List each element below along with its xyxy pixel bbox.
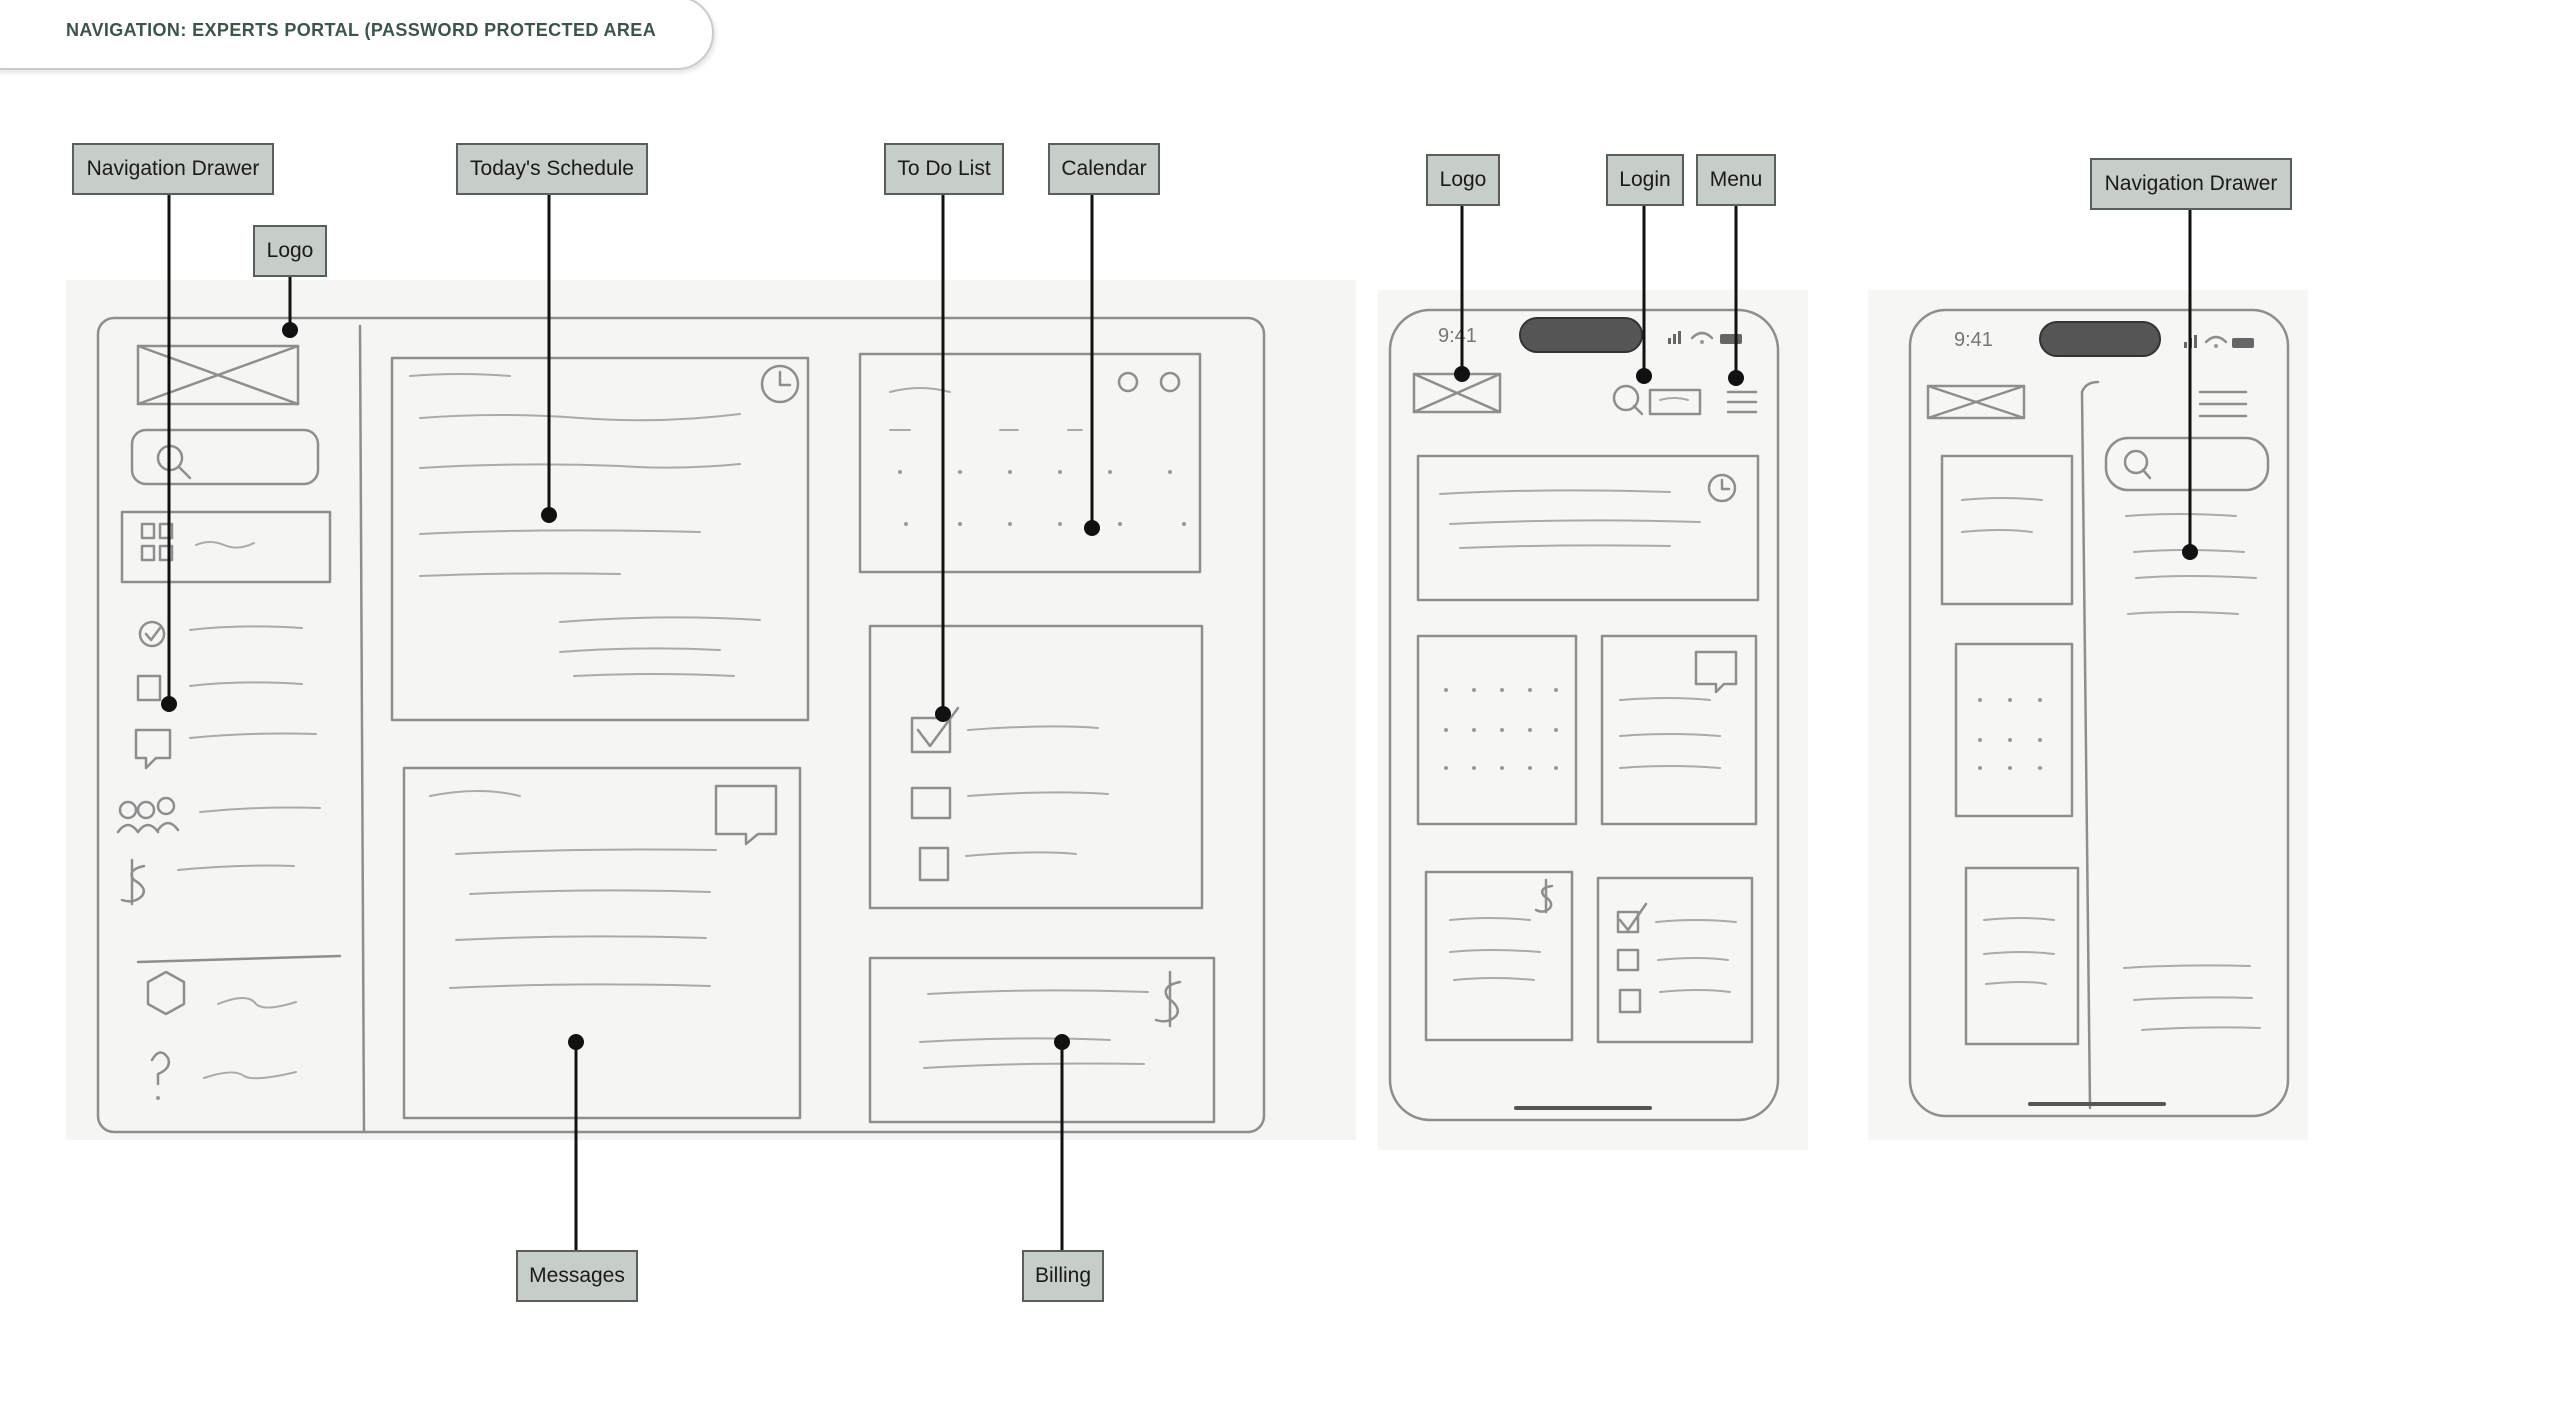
mobile-status-time: 9:41 xyxy=(1438,325,1477,347)
annotation-dots xyxy=(161,322,2198,1050)
page-title: NAVIGATION: EXPERTS PORTAL (PASSWORD PRO… xyxy=(66,20,657,40)
mobile-paper xyxy=(1378,290,1808,1150)
label-logo: Logo xyxy=(253,225,327,277)
label-mobile-menu: Menu xyxy=(1696,154,1776,206)
mobile-schedule-card xyxy=(1416,454,1760,602)
desktop-nav-items xyxy=(116,620,342,1100)
mobile-drawer-wireframe: 9:41 xyxy=(1908,308,2290,1118)
desktop-logo-placeholder xyxy=(136,344,300,406)
desktop-billing-card xyxy=(868,956,1216,1124)
desktop-nav-item-dashboard xyxy=(120,510,332,584)
mobile-messages-card xyxy=(1600,634,1758,826)
label-messages: Messages xyxy=(516,1250,638,1302)
desktop-todo-card xyxy=(868,624,1204,910)
mobile-menu-icon xyxy=(1726,390,1758,414)
label-mobile-logo: Logo xyxy=(1426,154,1500,206)
label-navigation-drawer: Navigation Drawer xyxy=(72,143,274,195)
mobile-search-login-icons xyxy=(1612,384,1702,416)
mobile-drawer-background-cards xyxy=(1940,454,2080,1046)
label-mobile-login: Login xyxy=(1606,154,1684,206)
mobile-wireframe: 9:41 xyxy=(1388,308,1780,1122)
desktop-paper xyxy=(66,280,1356,1140)
label-mobile-navigation-drawer: Navigation Drawer xyxy=(2090,158,2292,210)
mobile-drawer-status-time: 9:41 xyxy=(1954,329,1993,351)
mobile-todo-card xyxy=(1596,876,1754,1044)
desktop-calendar-card xyxy=(858,352,1202,574)
desktop-todays-schedule-card xyxy=(390,356,810,722)
mobile-drawer-panel xyxy=(2080,380,2270,1110)
mobile-notch xyxy=(1519,317,1643,353)
label-billing: Billing xyxy=(1022,1250,1104,1302)
annotation-connectors xyxy=(167,194,2192,1254)
label-calendar: Calendar xyxy=(1048,143,1160,195)
mobile-calendar-card xyxy=(1416,634,1578,826)
mobile-drawer-notch xyxy=(2039,321,2161,357)
header-tab: NAVIGATION: EXPERTS PORTAL (PASSWORD PRO… xyxy=(0,0,714,70)
label-to-do-list: To Do List xyxy=(884,143,1004,195)
mobile-drawer-logo-placeholder xyxy=(1926,384,2026,420)
desktop-messages-card xyxy=(402,766,802,1120)
desktop-wireframe xyxy=(96,316,1266,1134)
label-todays-schedule: Today's Schedule xyxy=(456,143,648,195)
mobile-billing-card xyxy=(1424,870,1574,1042)
